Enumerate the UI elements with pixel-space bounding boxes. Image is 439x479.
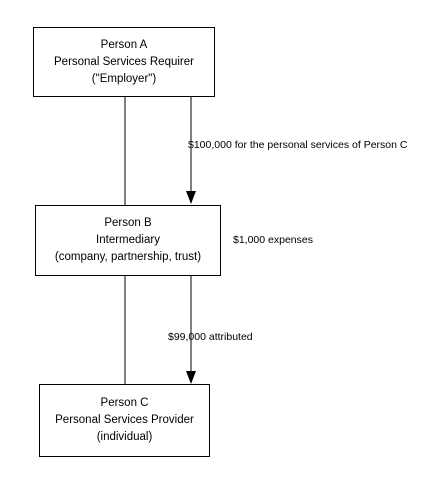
person-c-title: Person C	[100, 397, 149, 409]
attributed-label: $99,000 attributed	[168, 331, 253, 343]
person-b-box: Person B Intermediary (company, partners…	[35, 205, 221, 276]
person-c-box: Person C Personal Services Provider (ind…	[39, 384, 210, 457]
arrow-b-c-head	[186, 371, 196, 384]
person-a-title: Person A	[100, 38, 148, 51]
person-a-note: ("Employer")	[91, 72, 157, 85]
person-a-box: Person A Personal Services Requirer ("Em…	[33, 27, 215, 97]
payment-label: $100,000 for the personal services of Pe…	[188, 139, 408, 151]
person-c-role: Personal Services Provider	[55, 414, 194, 426]
person-b-title: Person B	[104, 217, 152, 229]
person-b-note: (company, partnership, trust)	[54, 251, 202, 263]
person-c-note: (individual)	[96, 431, 153, 443]
expenses-label: $1,000 expenses	[233, 234, 313, 246]
person-a-role: Personal Services Requirer	[54, 55, 194, 68]
arrow-a-b-head	[186, 191, 196, 204]
person-b-role: Intermediary	[96, 234, 160, 246]
